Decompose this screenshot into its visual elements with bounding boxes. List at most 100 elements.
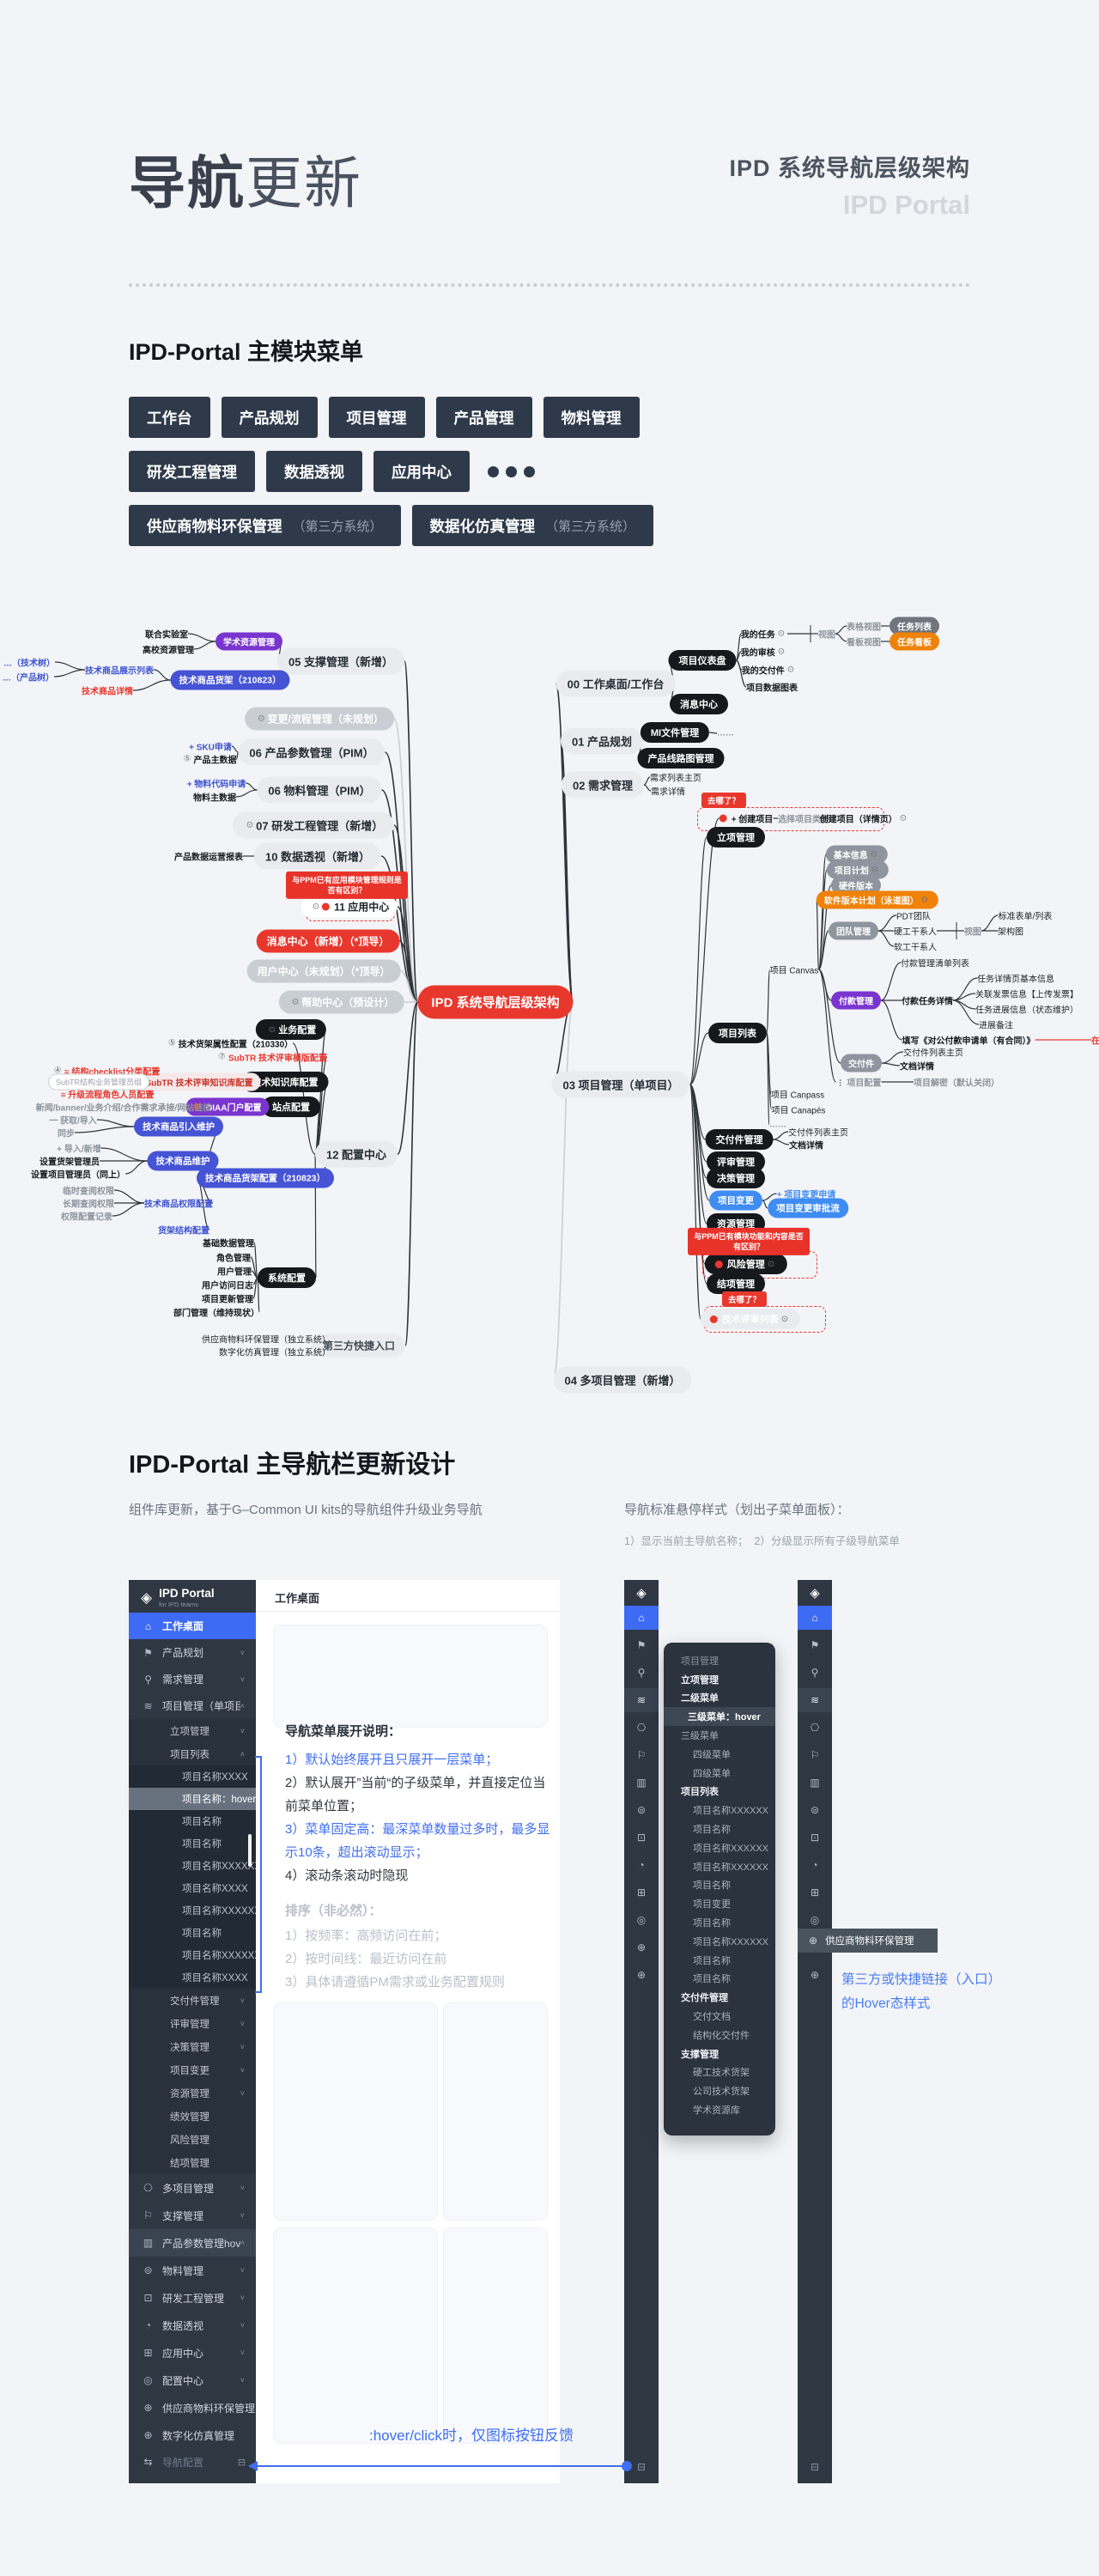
mini-sidebar-db-icon[interactable]: ⊜ <box>810 1804 820 1816</box>
chevron-down-icon[interactable]: ˅ <box>240 2293 245 2302</box>
chevron-down-icon[interactable]: ˅ <box>240 2321 245 2330</box>
sidebar-item-导航配置[interactable]: ⇆导航配置⊟ <box>129 2449 256 2475</box>
mini-sidebar-flag-icon[interactable]: ⚑ <box>810 1639 820 1651</box>
sidebar-item-结项管理[interactable]: 结项管理 <box>129 2151 256 2174</box>
chevron-down-icon[interactable]: ˅ <box>240 1727 245 1735</box>
sidebar-item-需求管理[interactable]: ⚲需求管理˅ <box>129 1666 256 1692</box>
hover-panel-item[interactable]: 四级菜单 <box>693 1768 731 1779</box>
mini-sidebar-code-icon[interactable]: ⊡ <box>636 1832 647 1844</box>
sidebar-item-研发工程管理[interactable]: ⊡研发工程管理˅ <box>129 2284 256 2312</box>
mini-sidebar-flag-icon[interactable]: ⚑ <box>636 1639 647 1651</box>
sidebar-item-工作桌面[interactable]: ⌂工作桌面 <box>129 1613 256 1639</box>
sidebar-item-项目名称XXXX[interactable]: 项目名称XXXX <box>129 1966 256 1989</box>
mini-sidebar-flag2-icon[interactable]: ⚐ <box>810 1749 820 1761</box>
sidebar-item-产品规划[interactable]: ⚑产品规划˅ <box>129 1639 256 1666</box>
sidebar-item-物料管理[interactable]: ⊜物料管理˅ <box>129 2257 256 2284</box>
module-button[interactable]: 工作台 <box>129 397 210 438</box>
mini-sidebar-home-icon[interactable]: ⌂ <box>624 1606 659 1630</box>
sidebar-item-绩效管理[interactable]: 绩效管理 <box>129 2105 256 2128</box>
chevron-down-icon[interactable]: ˅ <box>240 2376 245 2385</box>
chevron-down-icon[interactable]: ˅ <box>240 2065 245 2075</box>
sidebar-item-风险管理[interactable]: 风险管理 <box>129 2128 256 2151</box>
chevron-down-icon[interactable]: ˅ <box>240 1996 245 2005</box>
chevron-down-icon[interactable]: ˅ <box>240 1648 245 1657</box>
sidebar-item-应用中心[interactable]: ⊞应用中心˅ <box>129 2339 256 2366</box>
hover-panel-item[interactable]: 项目名称XXXXXX <box>693 1862 769 1873</box>
hover-panel-item[interactable]: 公司技术货架 <box>693 2087 750 2098</box>
mini-sidebar-target-icon[interactable]: ◎ <box>810 1914 820 1926</box>
mini-sidebar-db-icon[interactable]: ⊜ <box>636 1804 647 1816</box>
chevron-down-icon[interactable]: ˅ <box>240 2088 245 2098</box>
hover-panel-item[interactable]: 项目名称 <box>693 1880 731 1892</box>
collapse-panel-icon[interactable]: ⊟ <box>237 2457 246 2468</box>
module-button[interactable]: 数据化仿真管理（第三方系统） <box>411 505 654 546</box>
mini-sidebar-hex-icon[interactable]: ⎔ <box>636 1722 647 1734</box>
mini-sidebar-pie-icon[interactable]: ◔ <box>811 1859 818 1871</box>
mini-sidebar-code-icon[interactable]: ⊡ <box>810 1832 820 1844</box>
mini-sidebar-bulb-icon[interactable]: ⚲ <box>637 1667 646 1679</box>
chevron-up-icon[interactable]: ˄ <box>240 1701 245 1710</box>
sidebar-item-项目名称[interactable]: 项目名称 <box>129 1832 256 1855</box>
sidebar-scrollbar[interactable] <box>248 1834 252 1867</box>
mini-sidebar-grid-icon[interactable]: ⊞ <box>810 1886 820 1899</box>
third-party-tooltip[interactable]: ⊕ 供应商物料环保管理 <box>798 1929 938 1953</box>
hover-panel-item[interactable]: 项目变更 <box>693 1899 731 1911</box>
hover-panel-item[interactable]: 项目名称 <box>693 1918 731 1929</box>
hover-panel-item[interactable]: 学术资源库 <box>693 2105 740 2117</box>
hover-panel-item[interactable]: 项目列表 <box>681 1787 719 1798</box>
sidebar-item-数字化仿真管理[interactable]: ⊕数字化仿真管理 <box>129 2421 256 2449</box>
hover-panel-item[interactable]: 结构化交付件 <box>693 2030 750 2041</box>
hover-panel-item[interactable]: 交付文档 <box>693 2012 731 2023</box>
sidebar-item-支撑管理[interactable]: ⚐支撑管理˅ <box>129 2202 256 2229</box>
mini-sidebar-globe-icon[interactable]: ⊕ <box>636 1941 647 1953</box>
chevron-down-icon[interactable]: ˅ <box>240 2348 245 2357</box>
sidebar-item-产品参数管理hover[interactable]: ▥产品参数管理hover˄ <box>129 2229 256 2257</box>
hover-panel-item[interactable]: 交付件管理 <box>681 1993 728 2004</box>
mini-sidebar-layers-icon[interactable]: ≋ <box>624 1688 659 1712</box>
sidebar-item-决策管理[interactable]: 决策管理˅ <box>129 2035 256 2058</box>
module-button[interactable]: 产品管理 <box>435 397 532 438</box>
sidebar-collapse-icon[interactable]: ⊟ <box>636 2461 647 2473</box>
sidebar-item-多项目管理[interactable]: ⎔多项目管理˅ <box>129 2174 256 2202</box>
sidebar-item-项目名称XXXXXX…[interactable]: 项目名称XXXXXX… <box>129 1855 256 1877</box>
mini-sidebar-layers-icon[interactable]: ≋ <box>798 1688 832 1712</box>
sidebar-item-数据透视[interactable]: ◔数据透视˅ <box>129 2312 256 2339</box>
sidebar-item-项目名称[interactable]: 项目名称 <box>129 1810 256 1832</box>
hover-panel-item[interactable]: 立项管理 <box>681 1674 719 1686</box>
hover-panel-item[interactable]: 支撑管理 <box>681 2049 719 2060</box>
module-button[interactable]: 产品规划 <box>221 397 318 438</box>
mini-sidebar-globe-icon[interactable]: ⊕ <box>810 1969 820 1981</box>
sidebar-item-项目列表[interactable]: 项目列表˄ <box>129 1743 256 1765</box>
mini-sidebar-flag2-icon[interactable]: ⚐ <box>636 1749 647 1761</box>
sidebar-item-项目名称：hover[interactable]: 项目名称：hover <box>129 1788 256 1810</box>
mini-sidebar-hex-icon[interactable]: ⎔ <box>810 1722 820 1734</box>
sidebar-item-项目名称[interactable]: 项目名称 <box>129 1922 256 1944</box>
chevron-down-icon[interactable]: ˅ <box>240 2184 245 2192</box>
sidebar-item-项目名称XXXX[interactable]: 项目名称XXXX <box>129 1877 256 1899</box>
module-button[interactable]: 应用中心 <box>373 451 470 492</box>
module-button[interactable]: 研发工程管理 <box>129 451 255 492</box>
hover-panel-item[interactable]: 项目管理 <box>681 1656 719 1667</box>
chevron-down-icon[interactable]: ˅ <box>240 1674 245 1684</box>
hover-panel-item[interactable]: 项目名称 <box>693 1955 731 1966</box>
hover-panel-item[interactable]: 项目名称XXXXXX <box>693 1936 769 1947</box>
module-button[interactable]: 项目管理 <box>328 397 425 438</box>
sidebar-item-项目名称XXXXXX…[interactable]: 项目名称XXXXXX… <box>129 1944 256 1966</box>
chevron-down-icon[interactable]: ˅ <box>240 2211 245 2220</box>
sidebar-item-项目名称XXXX[interactable]: 项目名称XXXX <box>129 1765 256 1788</box>
sidebar-item-立项管理[interactable]: 立项管理˅ <box>129 1719 256 1743</box>
chevron-down-icon[interactable]: ˅ <box>240 2266 245 2275</box>
sidebar-item-资源管理[interactable]: 资源管理˅ <box>129 2081 256 2105</box>
sidebar-item-项目名称XXXXXX…[interactable]: 项目名称XXXXXX… <box>129 1899 256 1922</box>
hover-panel-item[interactable]: 项目名称 <box>693 1974 731 1985</box>
hover-panel-item[interactable]: 项目名称XXXXXX <box>693 1843 769 1854</box>
mini-sidebar-home-icon[interactable]: ⌂ <box>798 1606 832 1630</box>
chevron-down-icon[interactable]: ˅ <box>240 2019 245 2028</box>
sidebar-item-供应商物料环保管理[interactable]: ⊕供应商物料环保管理 <box>129 2394 256 2421</box>
chevron-up-icon[interactable]: ˄ <box>240 2239 245 2247</box>
module-button[interactable]: 供应商物料环保管理（第三方系统） <box>129 505 401 546</box>
mini-sidebar-pie-icon[interactable]: ◔ <box>638 1859 645 1871</box>
sidebar-item-交付件管理[interactable]: 交付件管理˅ <box>129 1989 256 2012</box>
sidebar-item-配置中心[interactable]: ◎配置中心˅ <box>129 2366 256 2394</box>
hover-panel-item[interactable]: 二级菜单 <box>681 1693 719 1704</box>
